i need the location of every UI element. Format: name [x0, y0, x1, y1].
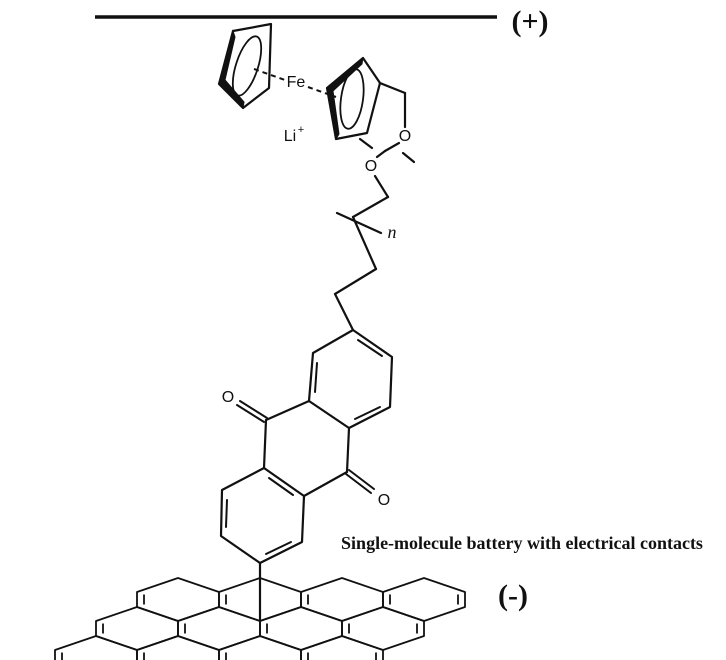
oxygen-carbonyl-left-label: O	[222, 389, 234, 406]
lower-cp-front-wedge	[326, 56, 364, 141]
graphene-sheet	[54, 577, 466, 660]
oxygen-carbonyl-right-label: O	[378, 492, 390, 509]
ferrocene-group: Fe Li +	[217, 22, 382, 145]
li-charge-label: +	[298, 124, 304, 136]
oxygen-linker-mid-label: O	[365, 158, 377, 175]
repeat-bracket-slash-upper-left	[358, 137, 374, 150]
repeat-bracket-slash-lower-right	[401, 151, 416, 164]
peg-linker: O O n	[335, 81, 416, 242]
repeat-n-label: n	[388, 222, 397, 242]
positive-electrode: (+)	[95, 5, 549, 38]
upper-cp-ring	[217, 22, 273, 110]
graphene-double-bond-ticks	[61, 594, 459, 660]
repeat-bracket-slash-n	[335, 211, 383, 235]
lower-cp-ring	[325, 56, 382, 141]
anthraquinone-top-ring	[307, 328, 394, 430]
alkyl-chain	[333, 215, 378, 332]
oxygen-linker-top-label: O	[399, 128, 411, 145]
fe-label: Fe	[287, 74, 306, 91]
fe-lower-dashed-bond	[307, 86, 337, 98]
lower-cp-aromatic-circle	[339, 68, 365, 130]
anthraquinone-bottom-ring	[219, 466, 306, 565]
negative-electrode-label: (-)	[498, 579, 528, 612]
upper-cp-front-wedge	[218, 29, 245, 110]
li-label: Li	[284, 128, 296, 145]
positive-electrode-label: (+)	[511, 5, 548, 38]
fe-upper-dashed-bond	[253, 68, 286, 81]
carbonyl-right: O	[345, 469, 390, 509]
li-ion-label: Li +	[284, 124, 304, 145]
diagram-caption: Single-molecule battery with electrical …	[341, 533, 703, 553]
anthraquinone-group: O O	[219, 328, 394, 623]
carbonyl-left: O	[222, 389, 268, 423]
